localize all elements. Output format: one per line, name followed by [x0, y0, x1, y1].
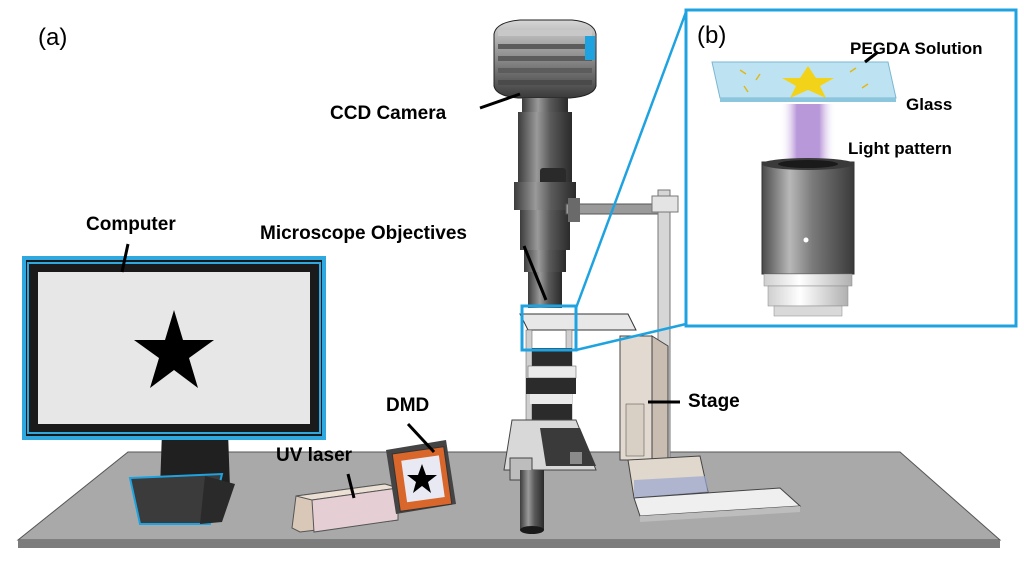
label-light-pattern: Light pattern	[848, 139, 952, 158]
label-dmd: DMD	[386, 395, 430, 416]
star-icon	[134, 310, 214, 388]
stage	[619, 335, 802, 522]
label-uv-laser: UV laser	[276, 445, 353, 466]
table-edge	[18, 540, 1000, 548]
highlight-box	[520, 304, 578, 352]
dmd-star-icon	[407, 464, 437, 493]
label-pegda-solution: PEGDA Solution	[850, 39, 983, 58]
microscope	[493, 19, 679, 534]
label-computer: Computer	[86, 214, 176, 235]
label-stage: Stage	[688, 391, 740, 412]
monitor	[22, 256, 326, 525]
uv-laser	[291, 483, 399, 533]
light-beam	[780, 104, 836, 162]
objective-lens	[761, 158, 855, 317]
pegda-star-icon	[782, 66, 834, 98]
label-glass: Glass	[906, 95, 953, 114]
leader-lines	[120, 50, 879, 499]
dmd	[386, 440, 456, 514]
panel-b-label: (b)	[697, 22, 727, 49]
label-microscope-objectives: Microscope Objectives	[260, 223, 467, 244]
ccd-camera	[493, 19, 597, 99]
label-ccd-camera: CCD Camera	[330, 103, 447, 124]
panel-a-label: (a)	[38, 24, 68, 51]
